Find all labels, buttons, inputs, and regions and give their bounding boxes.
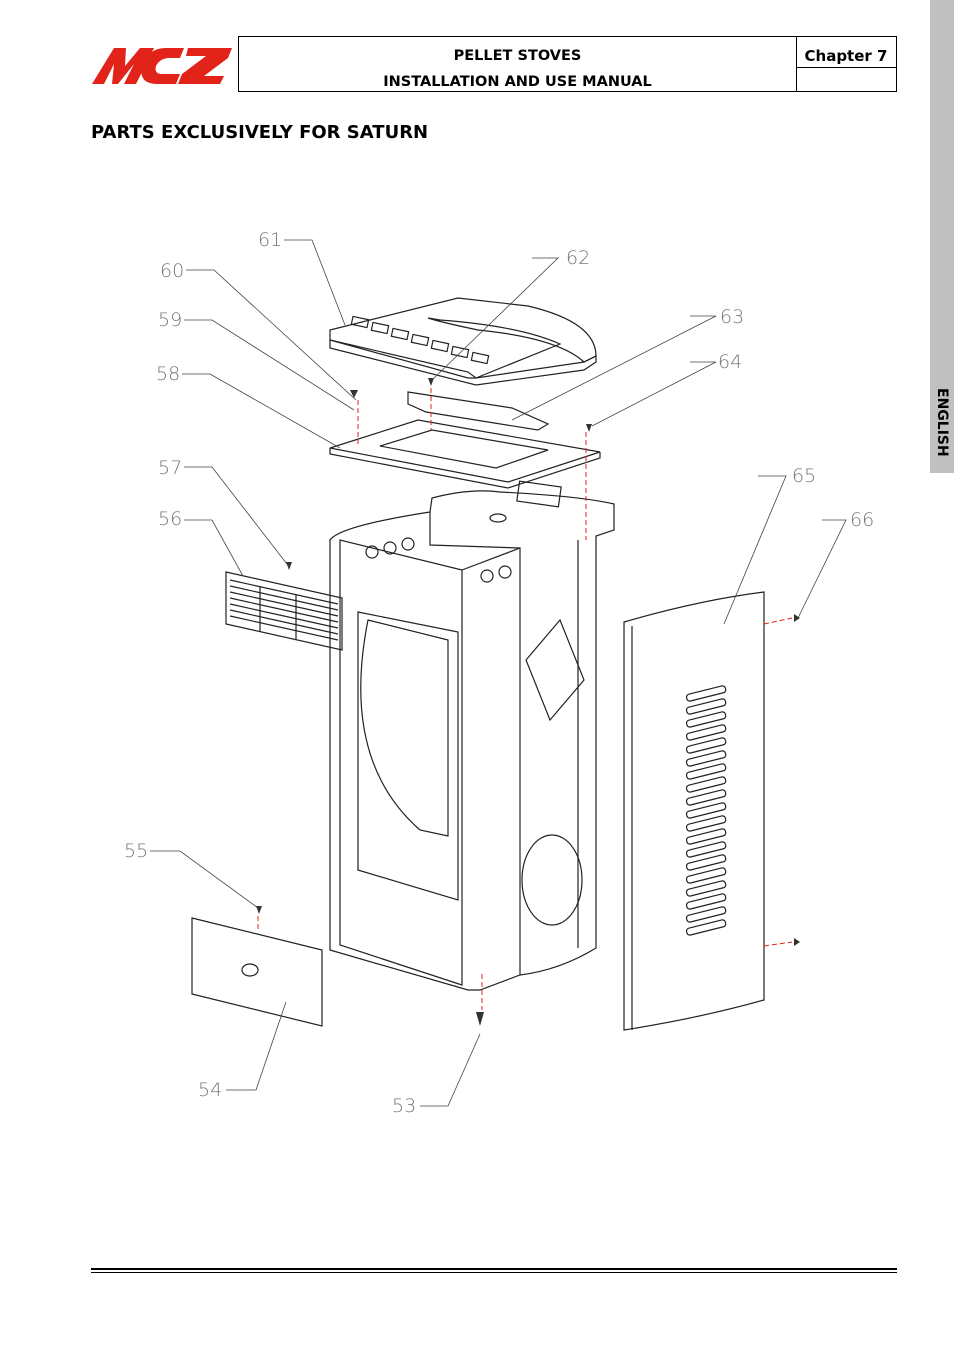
section-title: PARTS EXCLUSIVELY FOR SATURN	[91, 122, 429, 143]
chapter-label: Chapter 7	[796, 37, 896, 68]
part-58-top-frame	[329, 419, 601, 483]
side-panel-slots	[685, 685, 727, 936]
part-65-side-panel	[623, 591, 765, 1031]
header-manual-line: INSTALLATION AND USE MANUAL	[383, 74, 652, 90]
header-product-line: PELLET STOVES	[453, 48, 582, 64]
part-54-ashbox	[191, 917, 323, 1027]
header-table: PELLET STOVES INSTALLATION AND USE MANUA…	[238, 36, 897, 92]
stove-body	[329, 490, 615, 991]
header-title-cell: PELLET STOVES INSTALLATION AND USE MANUA…	[239, 37, 797, 91]
callout-57: 57	[158, 457, 182, 479]
callout-65: 65	[792, 465, 816, 487]
callout-62: 62	[566, 247, 590, 269]
part-61-top-cover	[329, 297, 597, 379]
language-tab-label: ENGLISH	[934, 388, 950, 457]
top-cover-slots	[350, 315, 490, 365]
grille-bars	[229, 579, 339, 641]
screws	[256, 378, 800, 1026]
callout-54: 54	[198, 1079, 222, 1101]
part-63-bracket	[407, 391, 550, 431]
footer-rule-thin	[91, 1272, 897, 1273]
callout-58: 58	[156, 363, 180, 385]
part-56-grille	[225, 571, 343, 651]
language-side-tab	[930, 0, 954, 473]
callout-60: 60	[160, 260, 184, 282]
callout-64: 64	[718, 351, 742, 373]
callout-53: 53	[392, 1095, 416, 1117]
callout-55: 55	[124, 840, 148, 862]
footer-rule	[91, 1268, 897, 1270]
callout-59: 59	[158, 309, 182, 331]
leader-lines	[150, 239, 847, 1107]
callout-63: 63	[720, 306, 744, 328]
callout-56: 56	[158, 508, 182, 530]
mcz-logo	[92, 42, 234, 86]
callout-66: 66	[850, 509, 874, 531]
callout-61: 61	[258, 229, 282, 251]
